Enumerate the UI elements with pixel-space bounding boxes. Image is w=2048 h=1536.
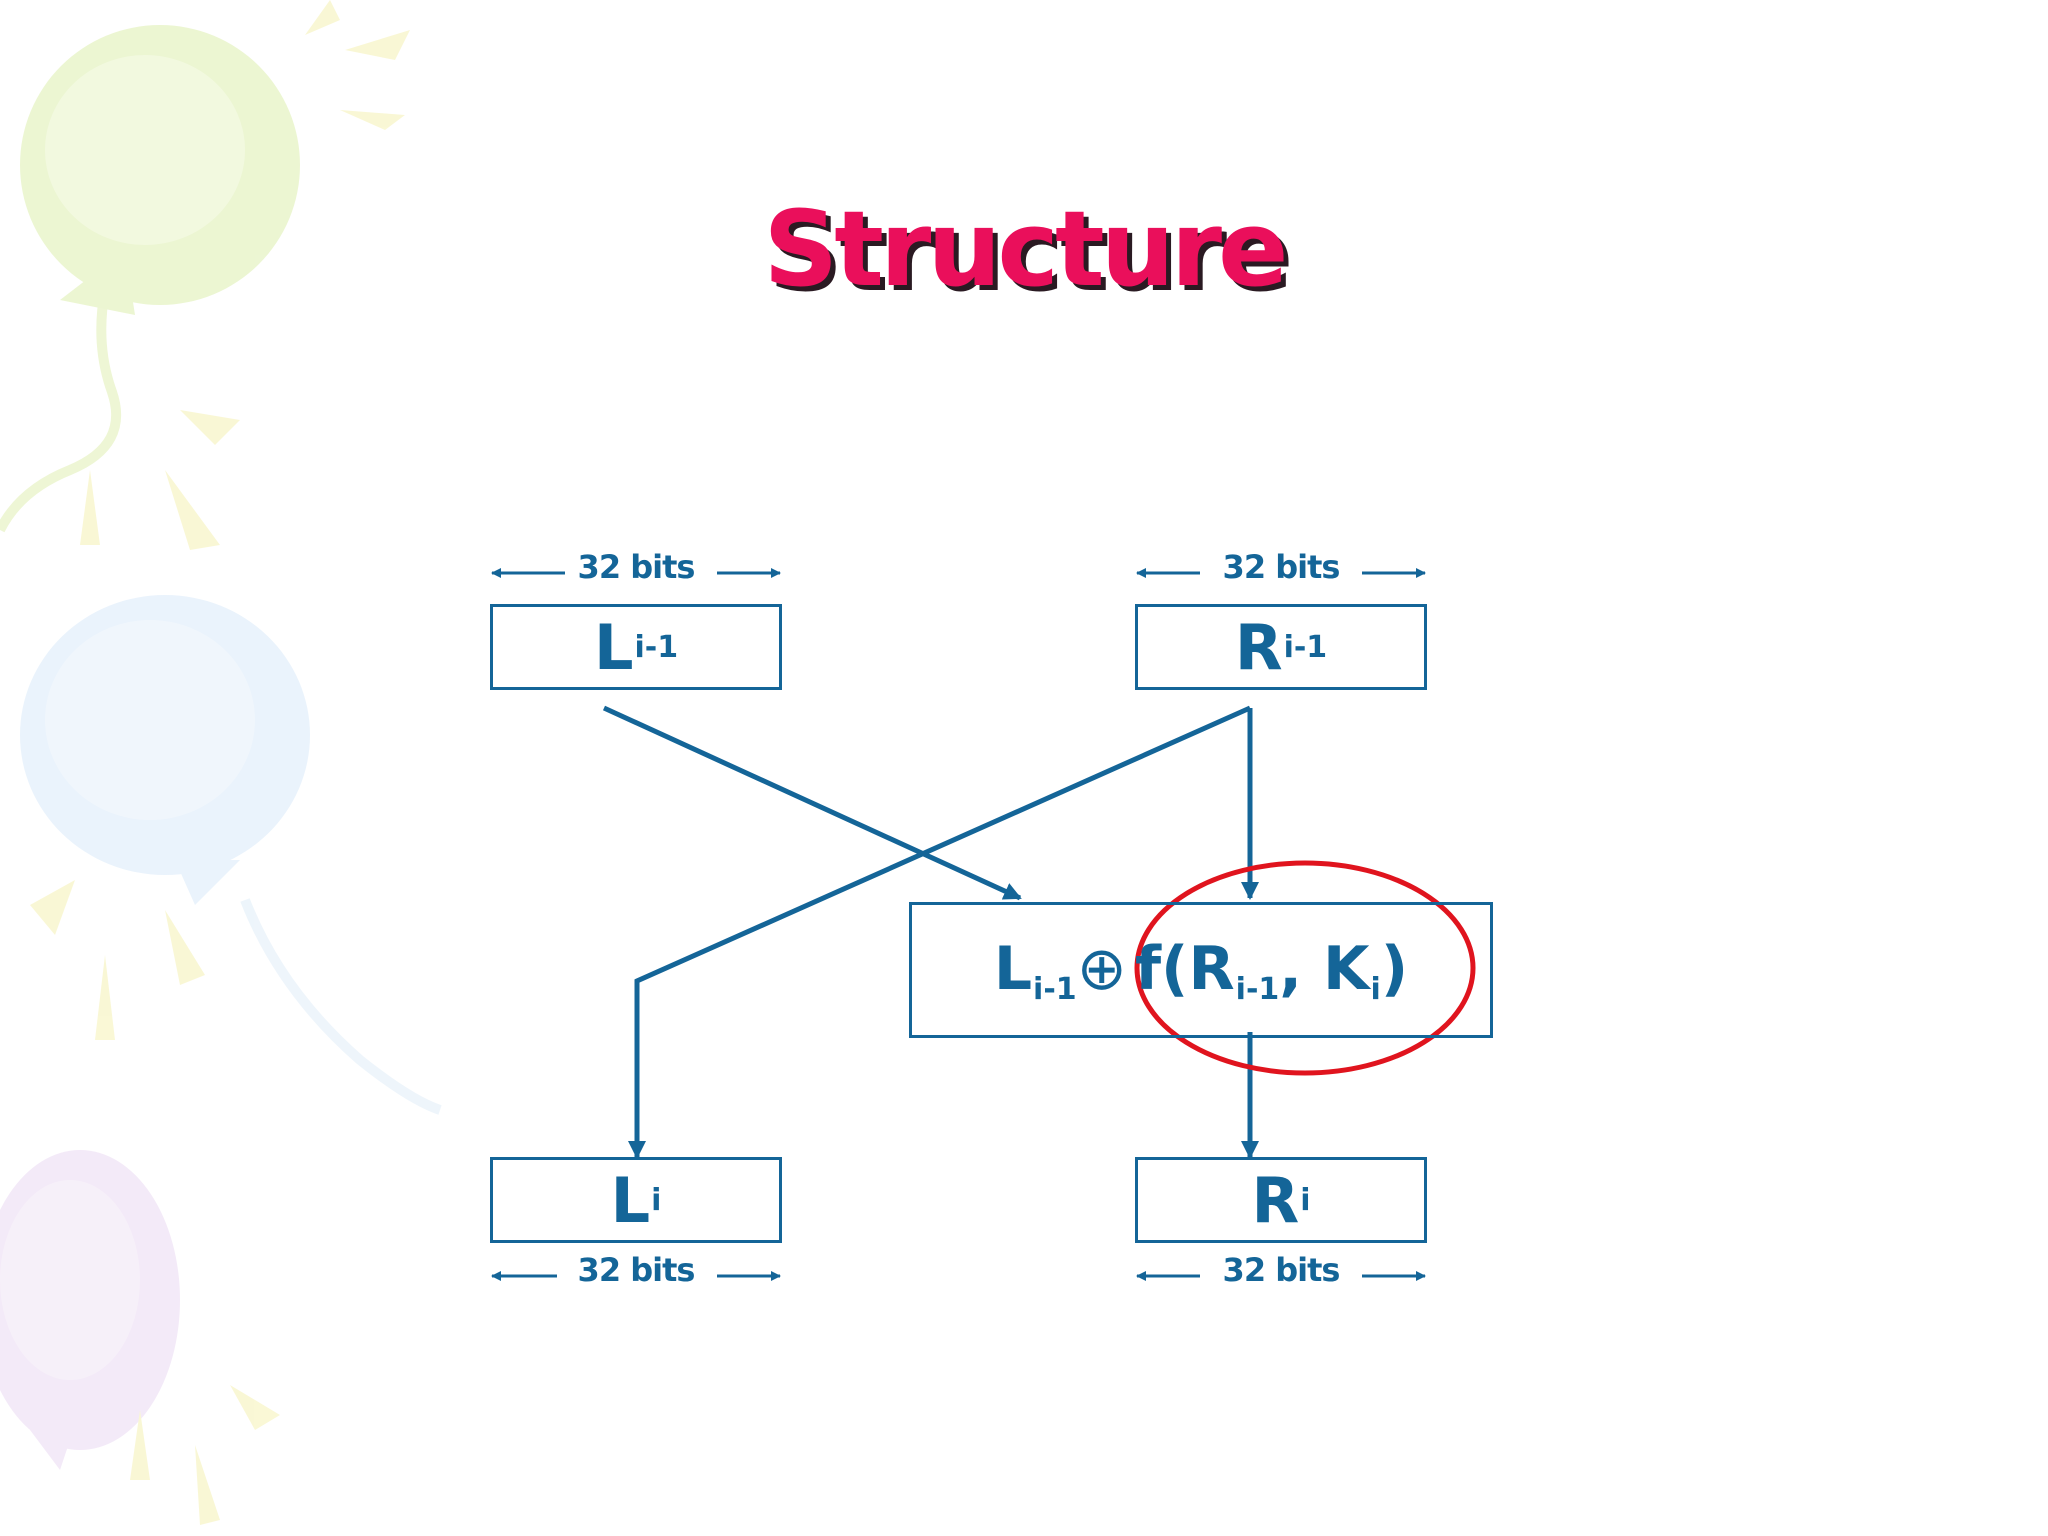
box-l-next-symbol: L — [610, 1163, 651, 1237]
slide-title: Structure — [763, 188, 1288, 310]
width-label-bottom-left: 32 bits — [577, 1251, 696, 1289]
function-f-open: f(R — [1134, 933, 1235, 1004]
box-l-next-subscript: i — [651, 1182, 662, 1218]
function-k-subscript: i — [1370, 971, 1381, 1007]
box-r-next-symbol: R — [1251, 1163, 1300, 1237]
function-l-subscript: i-1 — [1033, 971, 1077, 1007]
function-expression: Li-1⊕f(Ri-1, Ki) — [994, 934, 1408, 1007]
width-label-bottom-right: 32 bits — [1222, 1251, 1341, 1289]
highlight-circle — [1134, 860, 1476, 1076]
box-l-prev-subscript: i-1 — [634, 629, 679, 665]
box-r-prev-subscript: i-1 — [1283, 629, 1328, 665]
function-close: ) — [1380, 933, 1409, 1004]
purple-balloon-icon — [0, 1150, 280, 1525]
arrow-r-to-l-next — [628, 705, 1252, 1159]
box-l-prev-symbol: L — [593, 610, 634, 684]
box-r-prev-symbol: R — [1234, 610, 1283, 684]
function-l: L — [993, 933, 1033, 1004]
green-balloon-icon — [0, 0, 410, 550]
width-label-top-left: 32 bits — [577, 548, 696, 586]
arrow-l-to-function — [602, 705, 1022, 901]
blue-balloon-icon — [20, 595, 442, 1115]
function-comma-k: , K — [1279, 933, 1370, 1004]
width-label-top-right: 32 bits — [1222, 548, 1341, 586]
xor-operator: ⊕ — [1076, 933, 1127, 1004]
function-r-subscript: i-1 — [1235, 971, 1280, 1007]
box-function: Li-1⊕f(Ri-1, Ki) — [909, 902, 1493, 1038]
box-r-next-subscript: i — [1300, 1182, 1311, 1218]
